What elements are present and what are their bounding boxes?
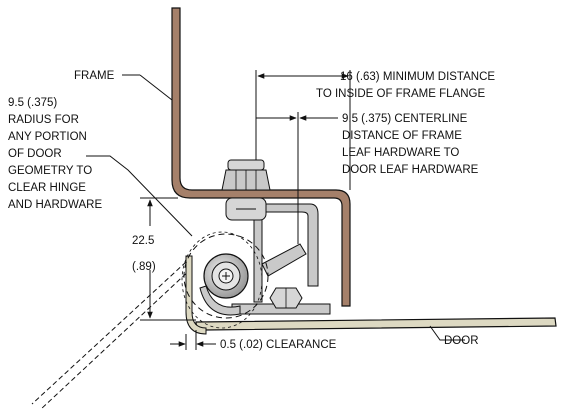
door-open-position — [31, 261, 193, 411]
radius-line6: CLEAR HINGE — [8, 182, 86, 194]
dim-clearance — [170, 330, 216, 350]
radius-line1: 9.5 (.375) — [8, 97, 57, 109]
dim-height — [140, 197, 196, 321]
centerline-line1: 9.5 (.375) CENTERLINE — [342, 113, 468, 125]
frame-leader-tail — [139, 74, 173, 101]
centerline-line2: DISTANCE OF FRAME — [342, 130, 462, 142]
door-leaf-edge — [185, 255, 207, 335]
radius-line2: RADIUS FOR — [8, 114, 79, 126]
min-distance-line2: TO INSIDE OF FRAME FLANGE — [316, 88, 485, 100]
radius-line5: GEOMETRY TO — [8, 165, 92, 177]
hinge-hardware — [199, 203, 331, 316]
min-distance-line1: 16 (.63) MINIMUM DISTANCE — [340, 71, 495, 83]
door-leader — [429, 325, 465, 341]
radius-leader — [86, 155, 193, 237]
dim-centerline-distance — [256, 112, 330, 244]
door-label: DOOR — [444, 335, 479, 347]
dim-minimum-distance — [255, 70, 351, 190]
centerline-line3: LEAF HARDWARE TO — [342, 147, 459, 159]
radius-line3: ANY PORTION — [8, 131, 87, 143]
frame-angle — [171, 7, 351, 307]
centerline-line4: DOOR LEAF HARDWARE — [342, 164, 479, 176]
clearance-label: 0.5 (.02) CLEARANCE — [220, 339, 337, 351]
height-value: 22.5 — [132, 235, 154, 247]
clearance-radius-circle — [181, 231, 269, 329]
radius-line7: AND HARDWARE — [8, 199, 102, 211]
bolt-head — [221, 159, 271, 221]
frame-label: FRAME — [74, 70, 115, 82]
door-plate — [195, 317, 557, 331]
radius-line4: OF DOOR — [8, 148, 62, 160]
height-value-inch: (.89) — [132, 261, 156, 273]
